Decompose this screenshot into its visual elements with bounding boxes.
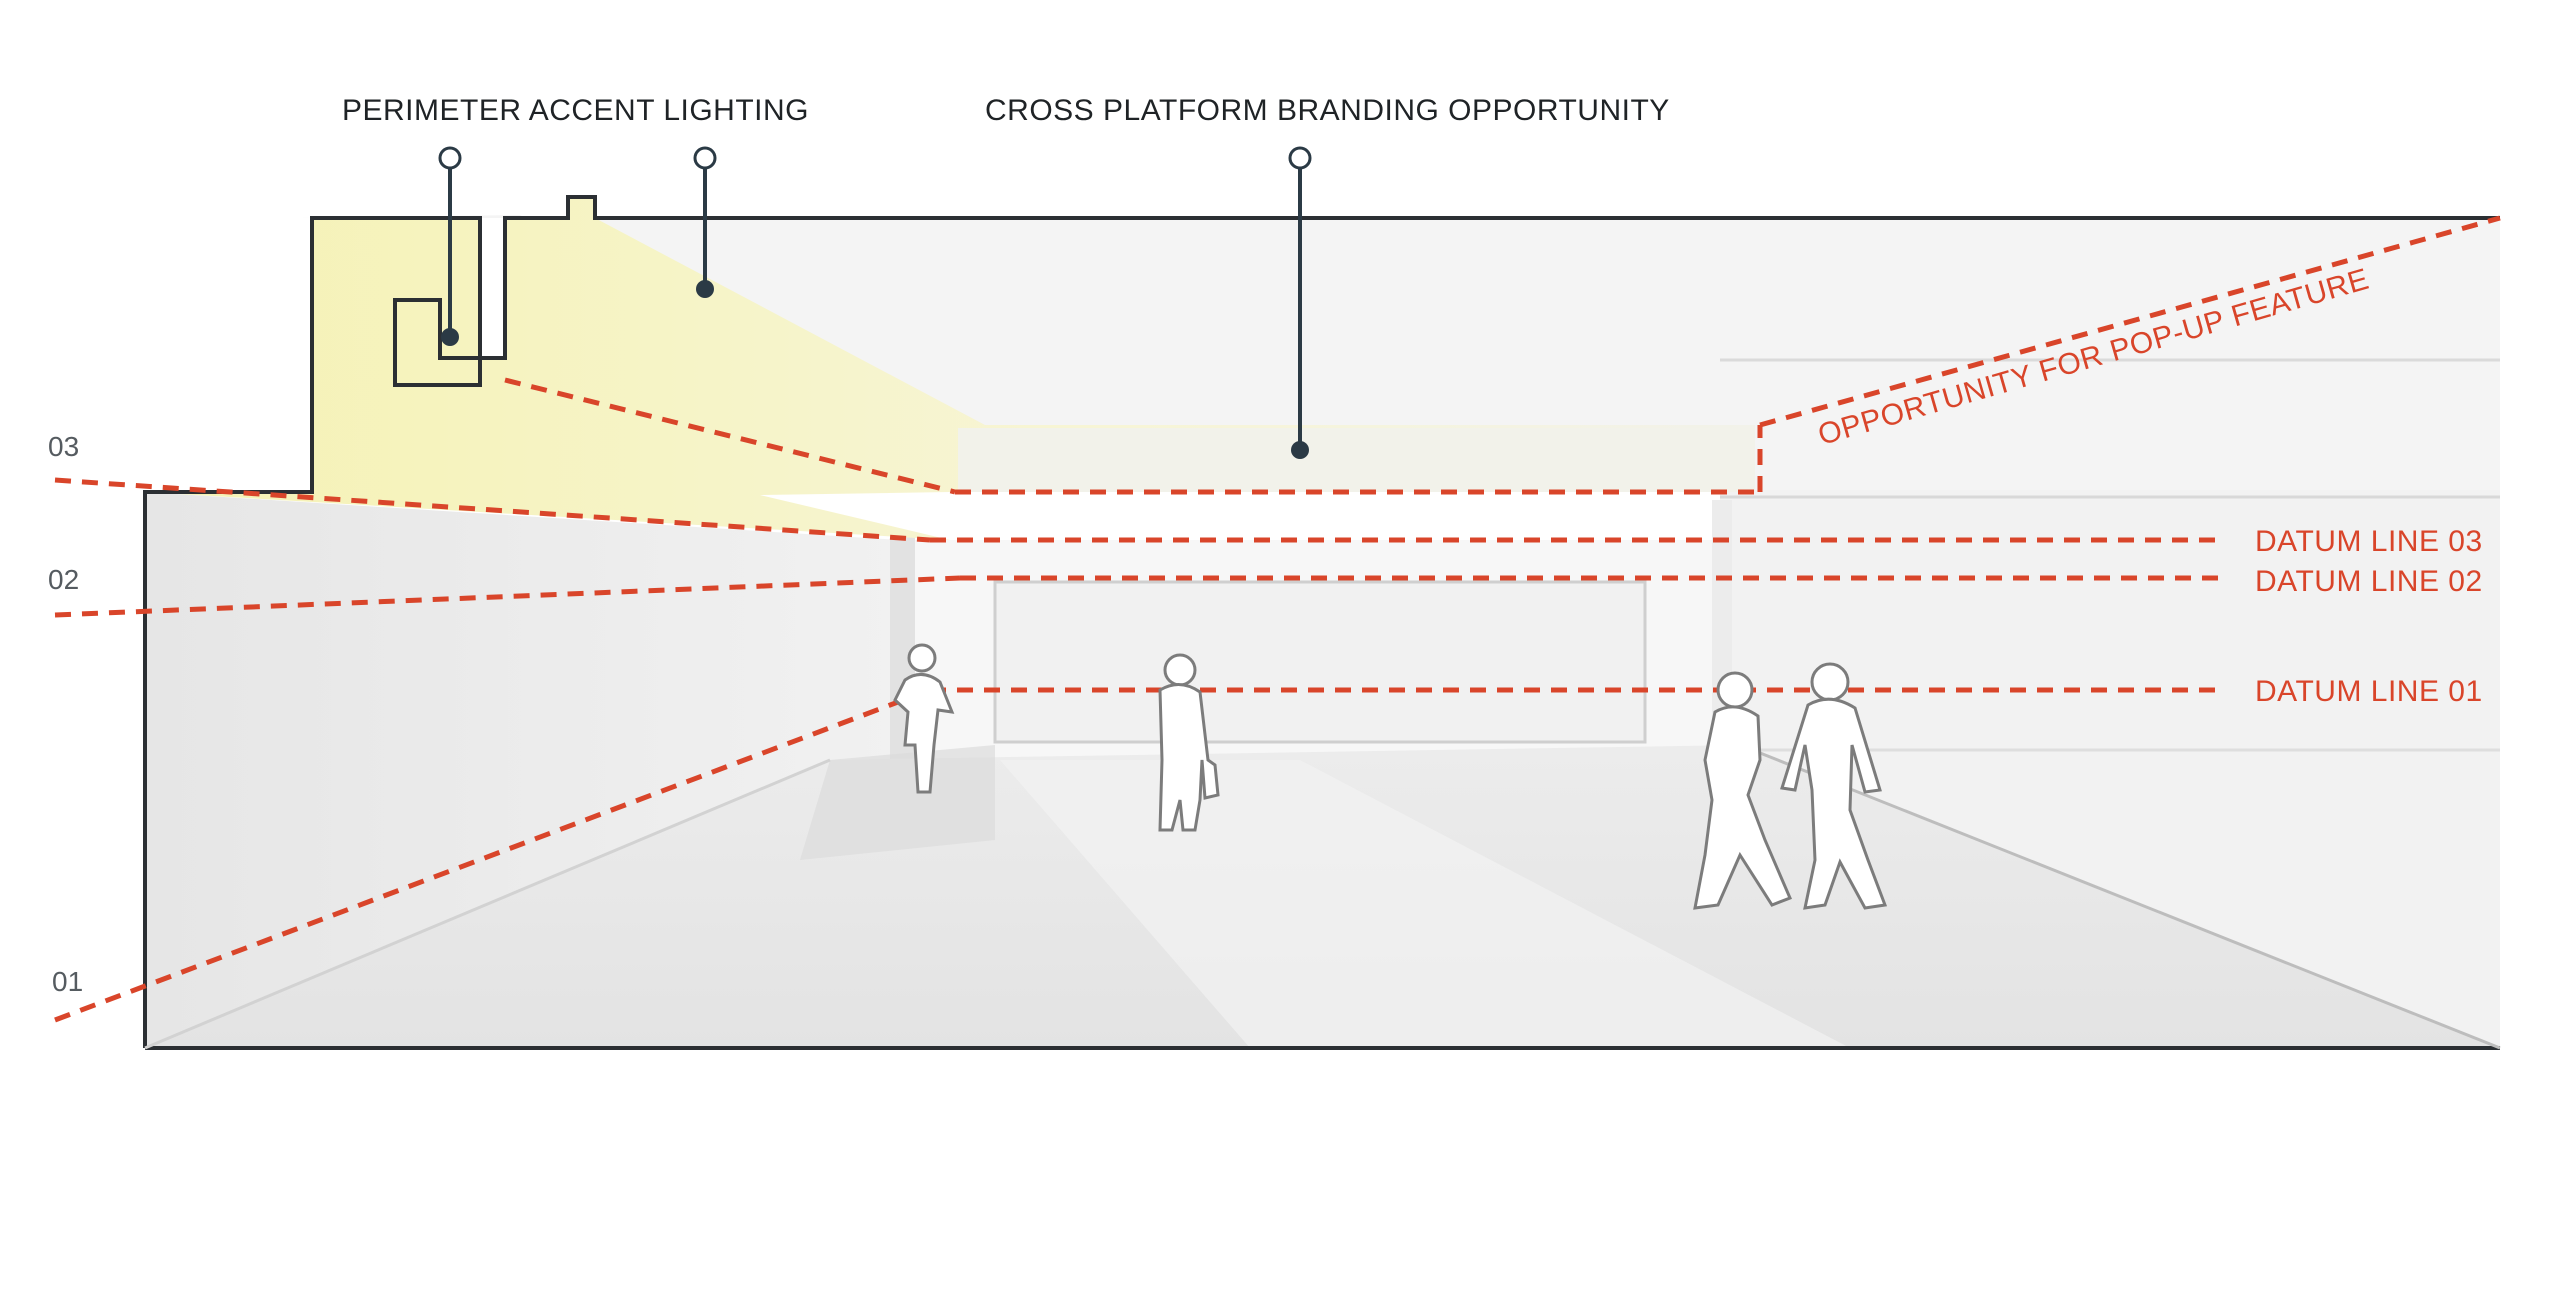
floor-shadow [800,745,995,860]
person-2 [1158,653,1220,832]
person-1 [893,643,955,794]
floor-light-band [1000,760,1850,1048]
callout-open-dots [438,146,1312,170]
left-wall [145,492,900,1048]
person-4 [1780,662,1888,910]
datum-line-01-label: DATUM LINE 01 [2255,675,2483,708]
level-03-label: 03 [48,431,80,462]
floor-edge-left [144,758,831,1050]
callout-target-dots [441,280,1309,459]
callout-leaders [448,168,1302,448]
branding-opportunity-callout: CROSS PLATFORM BRANDING OPPORTUNITY [985,94,1670,127]
structure-outline [143,195,2500,1048]
level-01-label: 01 [52,966,84,997]
ceiling-plane [300,215,2500,495]
perimeter-lighting-callout: PERIMETER ACCENT LIGHTING [342,94,810,127]
datum-line-02-label: DATUM LINE 02 [2255,565,2483,598]
people [893,643,1888,910]
branding-panel [958,428,1755,492]
datum-line-03-label: DATUM LINE 03 [2255,525,2483,558]
floor-edge-right [1739,743,2501,1050]
level-02-label: 02 [48,564,80,595]
center-doorway [993,580,1647,744]
person-3 [1693,671,1792,910]
datum-lines [54,215,2501,1023]
